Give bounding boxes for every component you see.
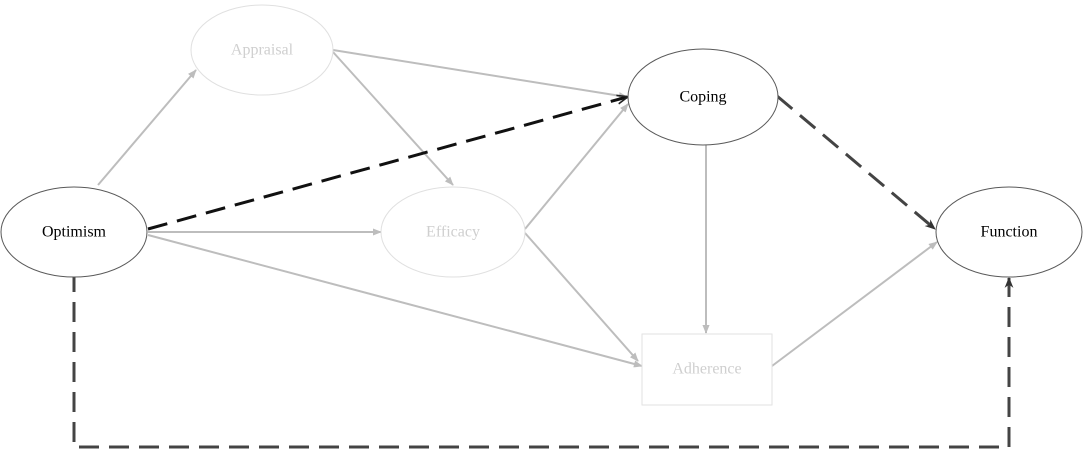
node-function-shape xyxy=(935,186,1083,278)
path-optimism-adherence xyxy=(147,234,643,368)
node-function: Function xyxy=(935,186,1083,278)
node-appraisal-shape xyxy=(190,4,334,96)
path-appraisal-coping xyxy=(332,49,628,100)
node-function-label: Function xyxy=(981,224,1038,241)
node-appraisal-label: Appraisal xyxy=(231,42,294,59)
node-optimism-shape xyxy=(0,186,148,278)
path-efficacy-coping xyxy=(524,103,629,230)
node-efficacy-shape xyxy=(380,186,526,278)
node-efficacy: Efficacy xyxy=(380,186,526,278)
path-adherence-function xyxy=(771,241,938,367)
path-optimism-coping-dashed xyxy=(147,97,627,231)
path-coping-function-dashed xyxy=(776,94,936,231)
path-optimism-appraisal xyxy=(97,69,197,186)
node-coping-shape xyxy=(627,48,779,146)
node-adherence-shape xyxy=(641,333,773,406)
node-optimism: Optimism xyxy=(0,186,148,278)
node-appraisal: Appraisal xyxy=(190,4,334,96)
node-adherence-label: Adherence xyxy=(672,361,741,378)
node-coping-label: Coping xyxy=(679,89,726,106)
path-optimism-function-dashed xyxy=(72,272,1014,449)
node-optimism-label: Optimism xyxy=(42,224,107,241)
node-efficacy-label: Efficacy xyxy=(426,224,480,241)
path-appraisal-efficacy xyxy=(332,51,454,186)
node-adherence: Adherence xyxy=(641,333,773,406)
node-coping: Coping xyxy=(627,48,779,146)
path-efficacy-adherence xyxy=(524,232,639,362)
